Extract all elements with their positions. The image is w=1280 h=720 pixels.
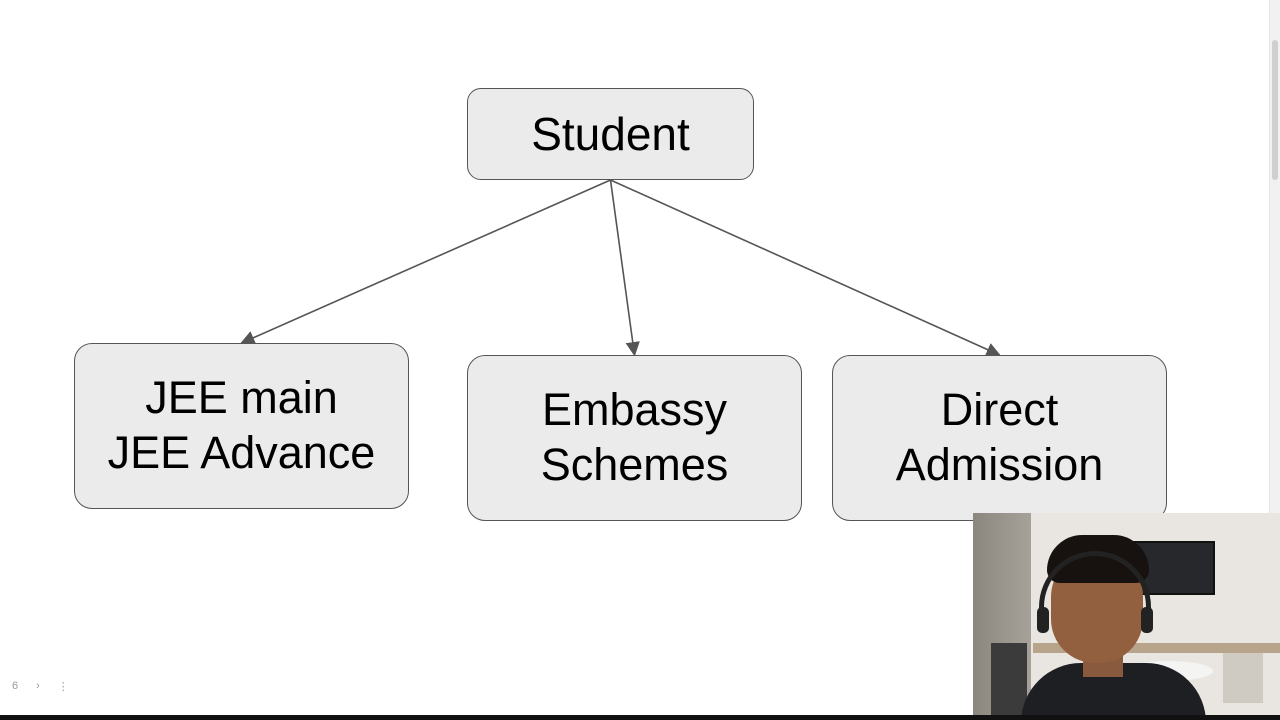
node-embassy-line-1: Embassy [541,384,728,436]
slide-number[interactable]: 6 [12,680,19,692]
node-jee-line-2: JEE Advance [107,427,376,478]
edge-student-to-direct [610,179,1001,357]
edge-student-to-embassy [609,179,640,357]
node-embassy-schemes[interactable]: Embassy Schemes [467,355,802,521]
edge-student-to-jee [240,179,611,345]
node-student[interactable]: Student [467,88,754,180]
scrollbar[interactable] [1269,0,1280,715]
node-embassy-line-2: Schemes [540,439,729,490]
headset-icon [1039,551,1151,631]
slide-navigation: 6 › ⋮ [6,675,94,697]
node-student-label: Student [531,107,690,160]
headset-earpiece-right [1141,607,1153,633]
webcam-shelf [1033,643,1280,653]
node-direct-admission[interactable]: Direct Admission [832,355,1167,521]
node-direct-line-2: Admission [895,439,1104,490]
node-direct-line-1: Direct [940,384,1059,436]
webcam-cabinet [1223,653,1263,703]
vertical-dots-icon[interactable]: ⋮ [57,680,69,693]
scrollbar-thumb[interactable] [1272,40,1278,180]
presenter-webcam [973,513,1280,715]
webcam-equipment [991,643,1027,715]
headset-earpiece-left [1037,607,1049,633]
bottom-bar [0,715,1280,720]
node-jee-line-1: JEE main [145,372,338,424]
chevron-right-icon[interactable]: › [36,680,40,692]
node-jee[interactable]: JEE main JEE Advance [74,343,409,509]
